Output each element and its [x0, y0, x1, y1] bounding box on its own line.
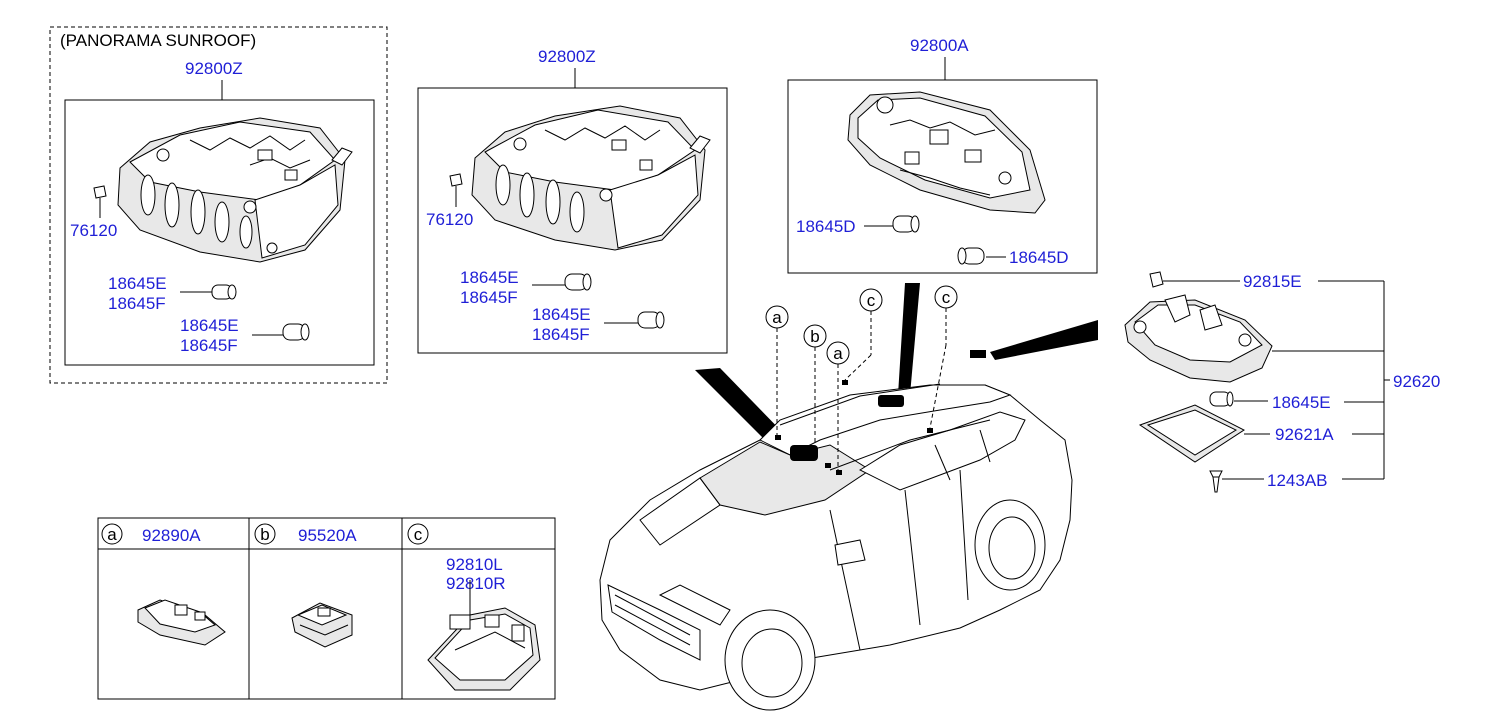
legend-c-part-2[interactable]: 92810R: [446, 574, 506, 593]
standard-bulb1-label-b[interactable]: 18645F: [460, 288, 518, 307]
front-bulb1-icon: [892, 215, 920, 233]
panorama-bulb2-label-a[interactable]: 18645E: [180, 316, 239, 335]
legend-c-part-1[interactable]: 92810L: [446, 555, 503, 574]
panorama-assembly-frame: [64, 99, 375, 366]
rear-lens-icon: [1138, 404, 1245, 463]
legend-b-part[interactable]: 95520A: [298, 526, 357, 545]
vehicle-drawing: [599, 283, 1098, 711]
panorama-bulb1-icon: [211, 284, 237, 300]
standard-group: 92800Z 76120 18645E 18645F 1864: [417, 47, 728, 354]
legend-b-icon: [291, 602, 353, 648]
standard-assembly-frame: [417, 87, 728, 354]
rear-bulb-icon: [1209, 391, 1234, 407]
standard-assembly-label[interactable]: 92800Z: [538, 47, 596, 66]
legend-a-icon: [137, 599, 226, 646]
rear-assembly-label[interactable]: 92620: [1393, 372, 1440, 391]
pointer-wedge-front: [695, 368, 790, 450]
front-bulb2-icon: [957, 247, 985, 265]
panorama-bulb1-label-b[interactable]: 18645F: [108, 294, 166, 313]
legend-c-letter: c: [414, 525, 423, 544]
pointer-wedge-rear: [990, 320, 1098, 360]
panorama-clip-icon: [93, 185, 107, 199]
callout-a2-text: a: [833, 344, 843, 363]
front-assembly-frame: [787, 79, 1098, 274]
panorama-bulb2-icon: [282, 323, 310, 341]
legend-table: a 92890A b 95520A c 92810L 92810R: [97, 517, 556, 700]
rear-screw-icon: [1209, 470, 1223, 493]
standard-clip-icon: [449, 173, 463, 187]
callouts: a b a c c: [765, 285, 958, 470]
panorama-assembly-label[interactable]: 92800Z: [185, 59, 243, 78]
rear-screw-label[interactable]: 1243AB: [1267, 471, 1328, 490]
panorama-dashed-frame: [49, 26, 388, 384]
panorama-group: (PANORAMA SUNROOF) 92800Z 76120 18645E: [49, 26, 388, 384]
panorama-bulb1-label-a[interactable]: 18645E: [108, 274, 167, 293]
callout-c2-text: c: [942, 288, 951, 307]
callout-a1-text: a: [772, 308, 782, 327]
panorama-bulb2-label-b[interactable]: 18645F: [180, 336, 238, 355]
rear-lamp-housing-icon: [1124, 294, 1273, 383]
rear-lens-label[interactable]: 92621A: [1275, 425, 1334, 444]
legend-c-icon: [427, 580, 541, 691]
front-console-icon: [847, 91, 1046, 214]
legend-a-letter: a: [107, 525, 117, 544]
standard-bulb2-icon: [637, 311, 665, 329]
panorama-console-icon: [117, 117, 353, 263]
front-assembly-label[interactable]: 92800A: [910, 36, 969, 55]
callout-b-text: b: [810, 327, 819, 346]
standard-clip-label[interactable]: 76120: [426, 210, 473, 229]
legend-a-part[interactable]: 92890A: [142, 526, 201, 545]
legend-b-letter: b: [260, 525, 269, 544]
front-lamp-marker: [790, 445, 818, 461]
rear-bulb-label[interactable]: 18645E: [1272, 393, 1331, 412]
callout-c1-text: c: [867, 291, 876, 310]
standard-console-icon: [471, 105, 711, 251]
panorama-note: (PANORAMA SUNROOF): [60, 31, 256, 50]
rear-group: 92815E 18645E 92621A 1243: [1124, 271, 1440, 493]
pointer-wedge-92800a: [898, 283, 920, 395]
rear-lens-holder-icon: [1149, 271, 1164, 288]
panorama-clip-label[interactable]: 76120: [70, 221, 117, 240]
standard-bulb1-icon: [564, 273, 592, 291]
standard-bulb2-label-b[interactable]: 18645F: [532, 325, 590, 344]
front-group: 92800A 18645D 18645D: [787, 36, 1098, 274]
rear-lamp-marker: [970, 350, 986, 358]
rear-lens-holder-label[interactable]: 92815E: [1243, 272, 1302, 291]
standard-bulb2-label-a[interactable]: 18645E: [532, 305, 591, 324]
standard-bulb1-label-a[interactable]: 18645E: [460, 268, 519, 287]
front-bulb1-label[interactable]: 18645D: [796, 217, 856, 236]
center-lamp-marker: [878, 395, 904, 407]
front-bulb2-label[interactable]: 18645D: [1009, 248, 1069, 267]
